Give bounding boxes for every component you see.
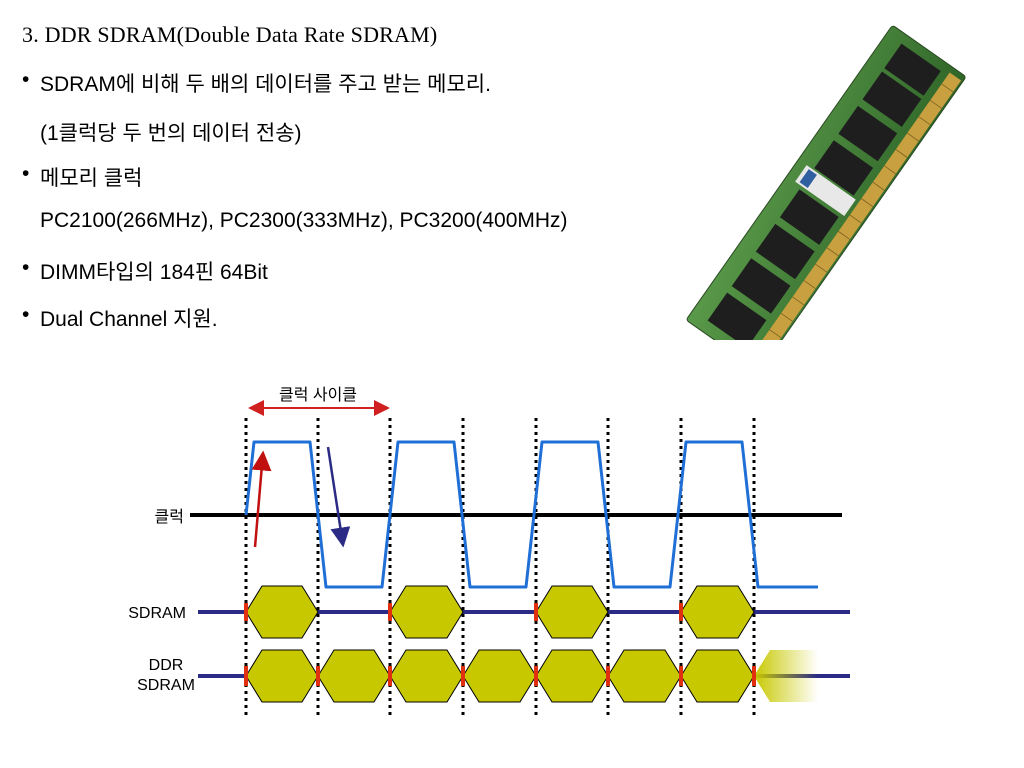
clock-cycle-label: 클럭 사이클 <box>279 386 357 404</box>
sdram-label: SDRAM <box>128 605 186 622</box>
clock-label: 클럭 <box>155 508 184 526</box>
clock-waveform <box>244 440 818 589</box>
ddr-label-line1: DDR <box>149 657 184 674</box>
ddr-label-line2: SDRAM <box>137 677 195 694</box>
bullet-line-3: DIMM타입의 184핀 64Bit <box>40 261 268 284</box>
ddr-ram-module-icon <box>686 25 966 340</box>
timing-diagram: 클럭 사이클 클럭 SDRAM DDR SDRAM <box>128 386 850 716</box>
timing-guides <box>244 418 756 716</box>
bullet-line-2-sub: PC2100(266MHz), PC2300(333MHz), PC3200(4… <box>40 209 568 232</box>
slide-title: 3. DDR SDRAM(Double Data Rate SDRAM) <box>22 22 438 47</box>
bullet-line-1-sub: (1클럭당 두 번의 데이터 전송) <box>40 122 302 145</box>
bullet-line-1: SDRAM에 비해 두 배의 데이터를 주고 받는 메모리. <box>40 73 491 96</box>
bullet-icon: • <box>22 68 30 91</box>
falling-edge-arrow <box>326 446 351 548</box>
ddr-data-eyes <box>245 649 755 703</box>
bullet-icon: • <box>22 303 30 326</box>
rising-edge-arrow <box>251 450 272 548</box>
bullet-icon: • <box>22 256 30 279</box>
bullet-line-4: Dual Channel 지원. <box>40 308 218 331</box>
ddr-fading-eye <box>754 650 818 702</box>
sdram-transfer-markers <box>244 603 683 621</box>
ddr-transfer-markers <box>244 666 756 686</box>
bullet-icon: • <box>22 162 30 185</box>
bullet-line-2: 메모리 클럭 <box>40 167 143 190</box>
sdram-data-eyes <box>245 585 755 639</box>
